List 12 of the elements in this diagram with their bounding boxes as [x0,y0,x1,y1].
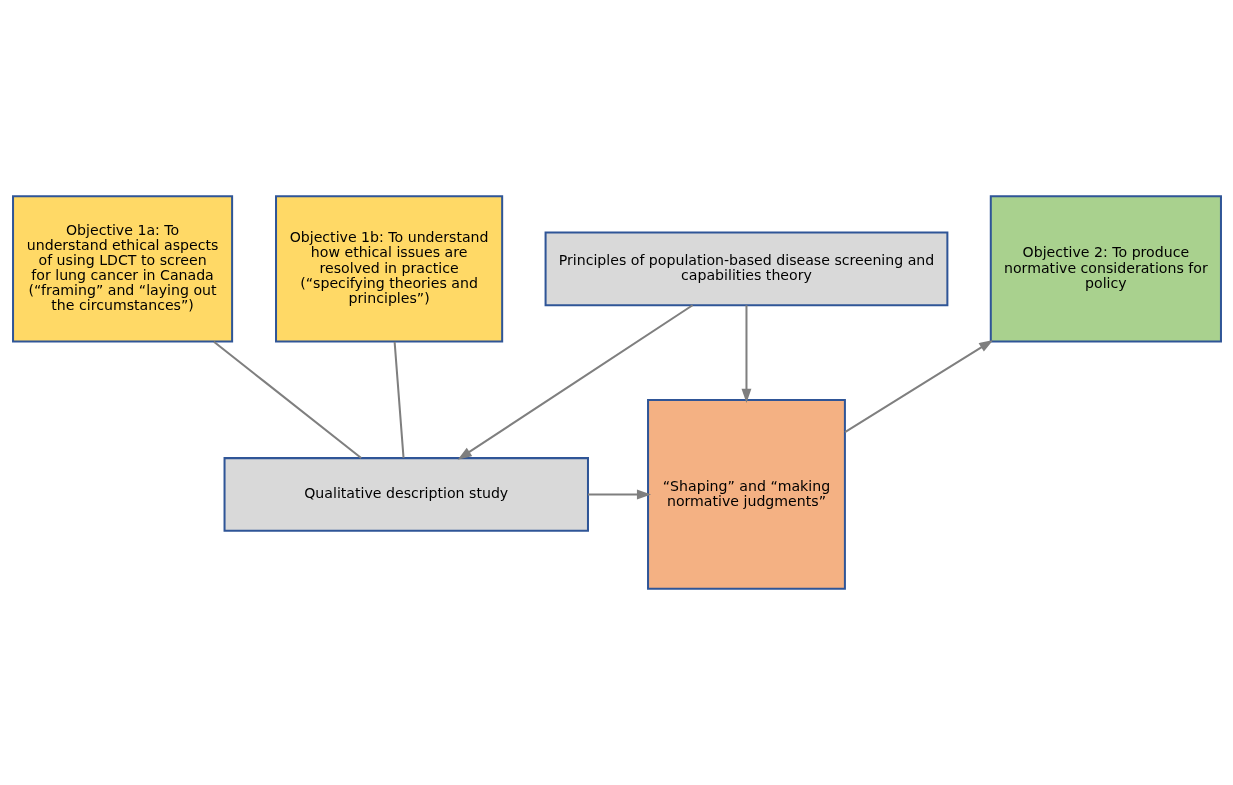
arrow [741,305,751,403]
node-box: Objective 2: To produce normative considerations for policy [989,195,1222,343]
node-box: Objective 1b: To understand how ethical issues are resolved in practice (“specifying theories and principles”) [274,195,503,343]
arrow [457,304,693,460]
node-box: Principles of population-based disease screening and capabilities theory [544,231,948,307]
arrow [844,339,993,433]
node-box: Qualitative description study [223,457,589,532]
connector [212,341,362,459]
connector [393,341,405,458]
arrow [587,489,651,500]
node-box: Objective 1a: To understand ethical aspects of using LDCT to screen for lung cancer in Canada (“framing” and “laying out the circumstances”) [11,195,233,343]
node-box: “Shaping” and “making normative judgments” [646,399,846,590]
